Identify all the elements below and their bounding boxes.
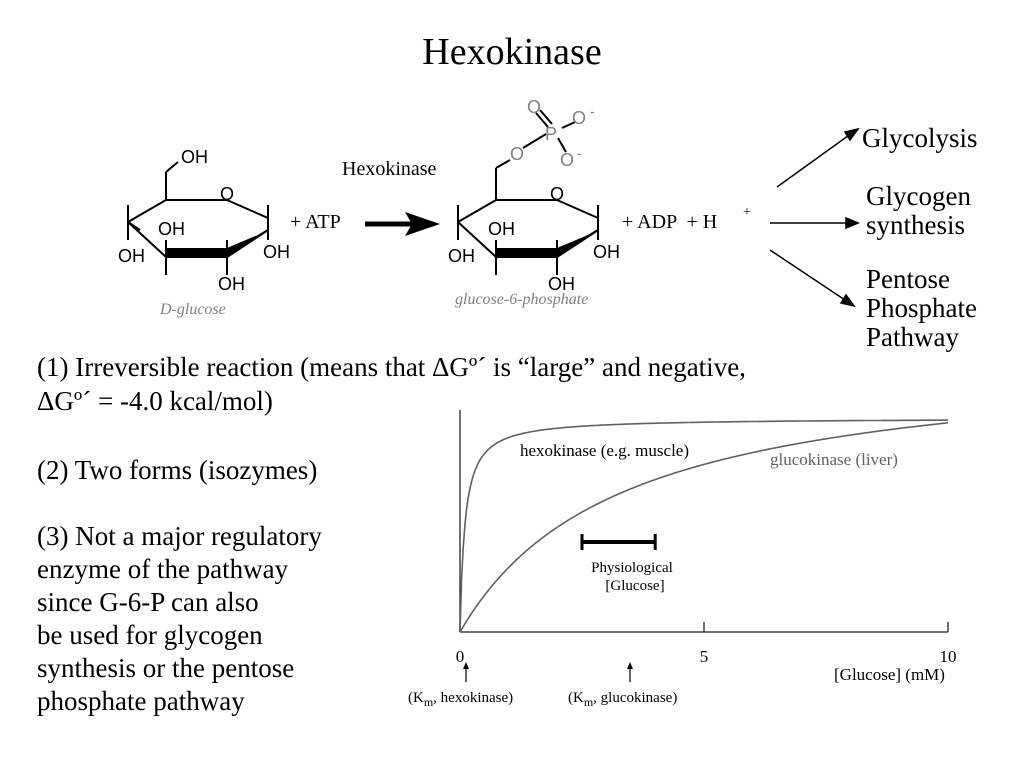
g6p-o-top: O xyxy=(527,97,541,117)
slide-title: Hexokinase xyxy=(422,31,602,73)
point-3-line: enzyme of the pathway xyxy=(37,554,289,584)
fate-line: Phosphate xyxy=(866,293,977,323)
g6p-ring-o: O xyxy=(550,184,564,204)
atp-label: + ATP xyxy=(290,211,341,233)
x-tick-label: 0 xyxy=(456,647,465,666)
g6p-oh-left: OH xyxy=(448,246,475,266)
series-line-glucokinase xyxy=(459,422,949,633)
g6p-structure xyxy=(457,109,599,275)
fate-line: Glycolysis xyxy=(862,123,978,153)
g6p-oh-bottom: OH xyxy=(548,274,575,294)
g6p-phosphorus: P xyxy=(545,124,557,144)
kinetics-chart: 0 5 10 hexokinase (e.g. muscle) glucokinas… xyxy=(408,410,957,709)
d-glucose-structure xyxy=(127,161,269,275)
glucose-oh-left: OH xyxy=(118,246,145,266)
g6p-minus-right: - xyxy=(590,103,595,119)
fate-glycogen-synthesis: Glycogen synthesis xyxy=(866,182,971,240)
g6p-oh-inner: OH xyxy=(488,219,515,239)
fate-line: synthesis xyxy=(866,210,966,240)
point-3-line: (3) Not a major regulatory xyxy=(37,521,322,551)
km-glucokinase-marker: (Km, glucokinase) xyxy=(568,662,677,709)
g6p-ester-o: O xyxy=(510,144,524,164)
adp-h-label: + ADP + H xyxy=(622,211,717,233)
glucose-oh-bottom: OH xyxy=(218,274,245,294)
arrow-enzyme-label: Hexokinase xyxy=(342,158,437,180)
x-tick-label: 5 xyxy=(700,647,709,666)
series-line-hexokinase xyxy=(459,419,948,633)
fate-line: Pentose xyxy=(866,264,950,294)
fate-line: Pathway xyxy=(866,322,959,352)
km-hexokinase-label: (Km, hexokinase) xyxy=(408,690,513,709)
point-3-line: synthesis or the pentose xyxy=(37,653,295,683)
x-axis-label: [Glucose] (mM) xyxy=(834,665,945,684)
physiological-range-bar xyxy=(580,534,657,550)
reaction-arrow-icon xyxy=(365,212,440,236)
point-2: (2) Two forms (isozymes) xyxy=(37,455,318,485)
series-label-glucokinase: glucokinase (liver) xyxy=(770,450,898,469)
glucose-oh-inner: OH xyxy=(158,219,185,239)
x-tick-label: 10 xyxy=(940,647,957,666)
g6p-minus-bottom: - xyxy=(577,145,582,161)
physiological-label-line1: Physiological xyxy=(591,560,673,576)
km-hexokinase-marker: (Km, hexokinase) xyxy=(408,662,513,709)
point-3-line: since G-6-P can also xyxy=(37,587,259,617)
physiological-label-line2: [Glucose] xyxy=(605,578,664,594)
glucose-oh-right: OH xyxy=(263,242,290,262)
g6p-o-bottom: O xyxy=(560,150,574,170)
fate-line: Glycogen xyxy=(866,181,971,211)
fate-glycolysis: Glycolysis xyxy=(862,123,978,153)
point-3: (3) Not a major regulatory enzyme of the… xyxy=(37,520,322,718)
point-3-line: be used for glycogen xyxy=(37,620,263,650)
point-1-line-1: (1) Irreversible reaction (means that ΔG… xyxy=(37,352,746,382)
g6p-o-right: O xyxy=(572,108,586,128)
g6p-oh-right: OH xyxy=(593,242,620,262)
h-charge: + xyxy=(743,205,751,220)
point-1-line-2: ΔGº´ = -4.0 kcal/mol) xyxy=(37,386,273,416)
reaction-scheme: OH O OH OH OH OH D-glucose + ATP Hexokin… xyxy=(118,97,860,318)
glucose-ring-o-label: O xyxy=(220,184,234,204)
glucose-label: D-glucose xyxy=(159,301,226,318)
glucose-ch2oh-label: OH xyxy=(181,147,208,167)
fate-arrows xyxy=(769,127,860,308)
g6p-label: glucose-6-phosphate xyxy=(455,291,588,308)
series-label-hexokinase: hexokinase (e.g. muscle) xyxy=(520,441,689,460)
km-glucokinase-label: (Km, glucokinase) xyxy=(568,690,677,709)
point-3-line: phosphate pathway xyxy=(37,686,245,716)
fate-pentose-phosphate: Pentose Phosphate Pathway xyxy=(866,265,977,352)
